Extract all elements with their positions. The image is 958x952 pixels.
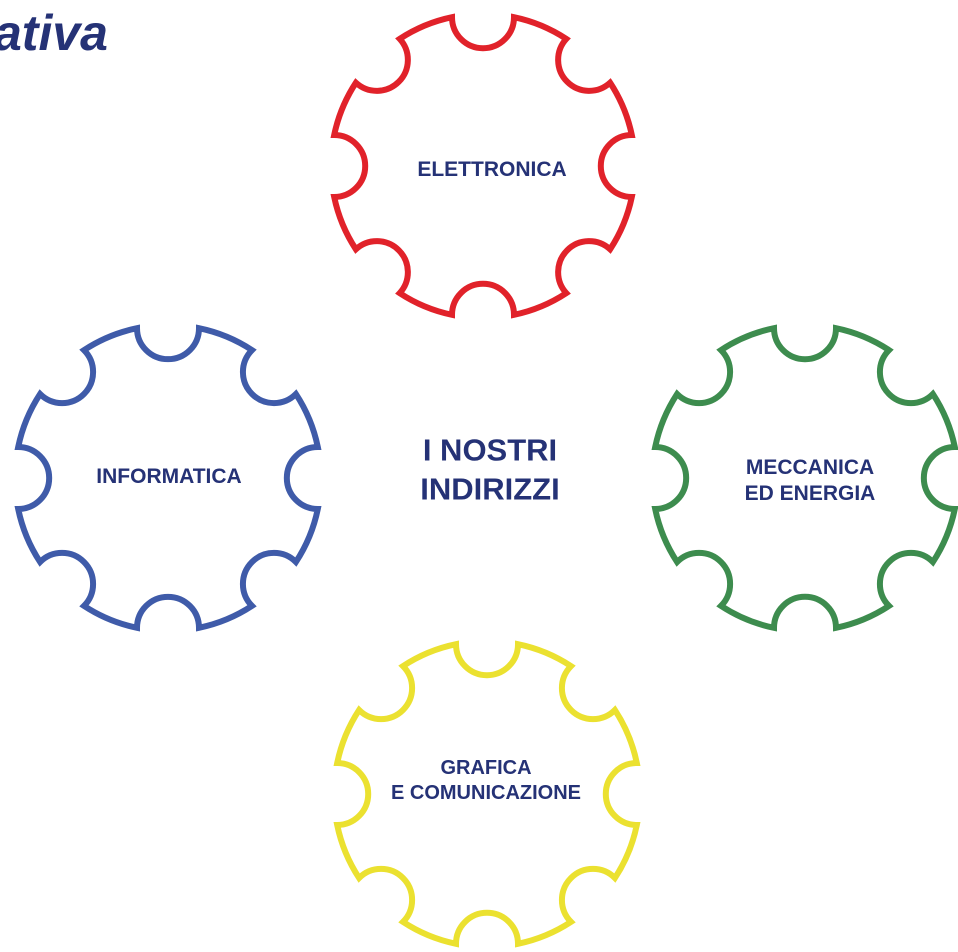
gear-informatica-icon bbox=[14, 324, 322, 632]
gear-meccanica-icon bbox=[651, 324, 958, 632]
center-title: I NOSTRI INDIRIZZI bbox=[420, 431, 560, 509]
label-grafica: GRAFICA E COMUNICAZIONE bbox=[391, 756, 581, 806]
label-informatica-line-1: INFORMATICA bbox=[96, 464, 242, 488]
label-meccanica: MECCANICA ED ENERGIA bbox=[745, 455, 876, 508]
gear-elettronica-icon bbox=[330, 13, 636, 319]
label-grafica-line-1: GRAFICA bbox=[440, 757, 532, 779]
label-grafica-line-2: E COMUNICAZIONE bbox=[391, 782, 581, 804]
label-elettronica: ELETTRONICA bbox=[417, 157, 566, 183]
page-title: ativa bbox=[0, 5, 108, 61]
label-meccanica-line-1: MECCANICA bbox=[745, 455, 875, 479]
label-informatica: INFORMATICA bbox=[96, 464, 241, 490]
center-title-line-1: I NOSTRI bbox=[422, 432, 558, 468]
label-elettronica-line-1: ELETTRONICA bbox=[417, 157, 567, 181]
gear-grafica-icon bbox=[333, 640, 641, 948]
center-title-line-2: INDIRIZZI bbox=[420, 471, 560, 506]
label-meccanica-line-2: ED ENERGIA bbox=[744, 482, 876, 505]
